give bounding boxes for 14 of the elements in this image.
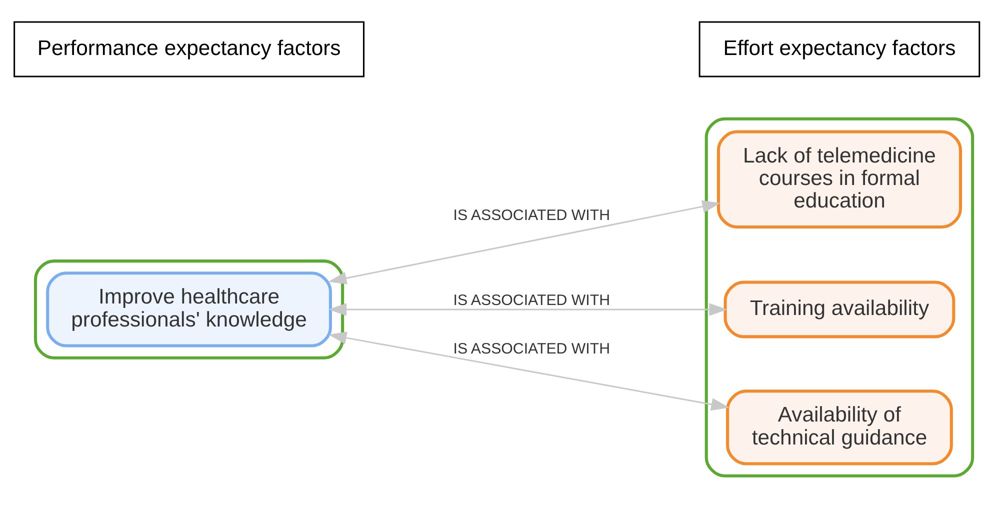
edge-label: IS ASSOCIATED WITH [453, 207, 610, 224]
node-box: Availability of technical guidance [726, 390, 953, 466]
arrow [328, 200, 720, 284]
arrow [328, 332, 730, 411]
edge-label: IS ASSOCIATED WITH [453, 340, 610, 358]
edge-label: IS ASSOCIATED WITH [453, 292, 610, 309]
node-box: Lack of telemedicine courses in formal education [716, 130, 962, 229]
cluster [34, 260, 344, 360]
node-box: Performance expectancy factors [14, 21, 364, 78]
node-box: Improve healthcare professionals' knowledge [46, 272, 332, 348]
arrow [328, 303, 728, 316]
cluster [704, 117, 974, 478]
node-box: Effort expectancy factors [698, 21, 980, 78]
node-box: Training availability [724, 280, 956, 338]
